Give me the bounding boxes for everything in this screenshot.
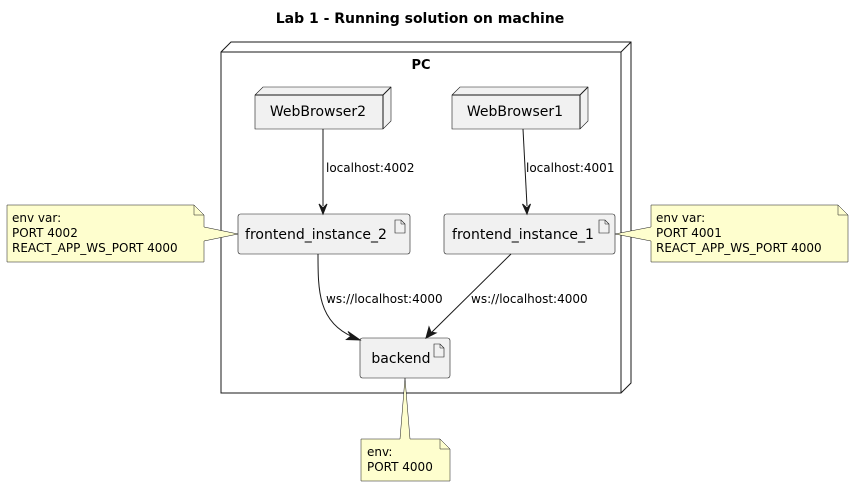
arrowhead bbox=[425, 325, 438, 339]
note-backend: env: PORT 4000 bbox=[360, 377, 451, 482]
backend-artifact[interactable]: backend bbox=[359, 337, 451, 379]
note-fe1-line-1: env var: bbox=[656, 211, 705, 225]
arrowhead bbox=[522, 203, 531, 216]
arrowhead bbox=[318, 203, 328, 216]
webbrowser2-label: WebBrowser2 bbox=[270, 104, 366, 120]
artifact-icon bbox=[394, 219, 406, 234]
note-backend-line-1: env: bbox=[367, 445, 392, 459]
note-fe2-line-2: PORT 4002 bbox=[12, 226, 78, 240]
note-fe2-line-3: REACT_APP_WS_PORT 4000 bbox=[12, 241, 178, 255]
frontend-instance-1-label: frontend_instance_1 bbox=[452, 227, 594, 243]
edge-label-ws-frontend1: ws://localhost:4000 bbox=[471, 292, 588, 306]
edge-webbrowser2-to-frontend2: localhost:4002 bbox=[318, 129, 414, 216]
note-backend-line-2: PORT 4000 bbox=[367, 460, 433, 474]
edge-label-ws-frontend2: ws://localhost:4000 bbox=[326, 292, 443, 306]
edge-webbrowser1-to-frontend1: localhost:4001 bbox=[522, 128, 614, 216]
edge-frontend2-to-backend: ws://localhost:4000 bbox=[317, 253, 443, 341]
note-fe2-line-1: env var: bbox=[12, 211, 61, 225]
webbrowser1-node[interactable]: WebBrowser1 bbox=[451, 86, 589, 130]
pc-node-label: PC bbox=[411, 58, 430, 73]
edge-frontend1-to-backend: ws://localhost:4000 bbox=[425, 253, 588, 339]
note-frontend-instance-1: env var: PORT 4001 REACT_APP_WS_PORT 400… bbox=[614, 204, 849, 263]
backend-label: backend bbox=[371, 351, 430, 367]
webbrowser1-label: WebBrowser1 bbox=[467, 104, 563, 120]
artifact-icon bbox=[433, 343, 445, 358]
frontend-instance-2-artifact[interactable]: frontend_instance_2 bbox=[237, 213, 411, 255]
diagram-title: Lab 1 - Running solution on machine bbox=[276, 11, 565, 27]
note-fe1-line-3: REACT_APP_WS_PORT 4000 bbox=[656, 241, 822, 255]
webbrowser2-node[interactable]: WebBrowser2 bbox=[254, 86, 392, 130]
frontend-instance-2-label: frontend_instance_2 bbox=[245, 227, 387, 243]
frontend-instance-1-artifact[interactable]: frontend_instance_1 bbox=[443, 213, 616, 255]
note-frontend-instance-2: env var: PORT 4002 REACT_APP_WS_PORT 400… bbox=[6, 204, 239, 263]
edge-label-localhost-4002: localhost:4002 bbox=[326, 161, 414, 175]
note-fe1-line-2: PORT 4001 bbox=[656, 226, 722, 240]
arrowhead bbox=[345, 331, 362, 341]
edge-label-localhost-4001: localhost:4001 bbox=[526, 161, 614, 175]
artifact-icon bbox=[598, 219, 610, 234]
